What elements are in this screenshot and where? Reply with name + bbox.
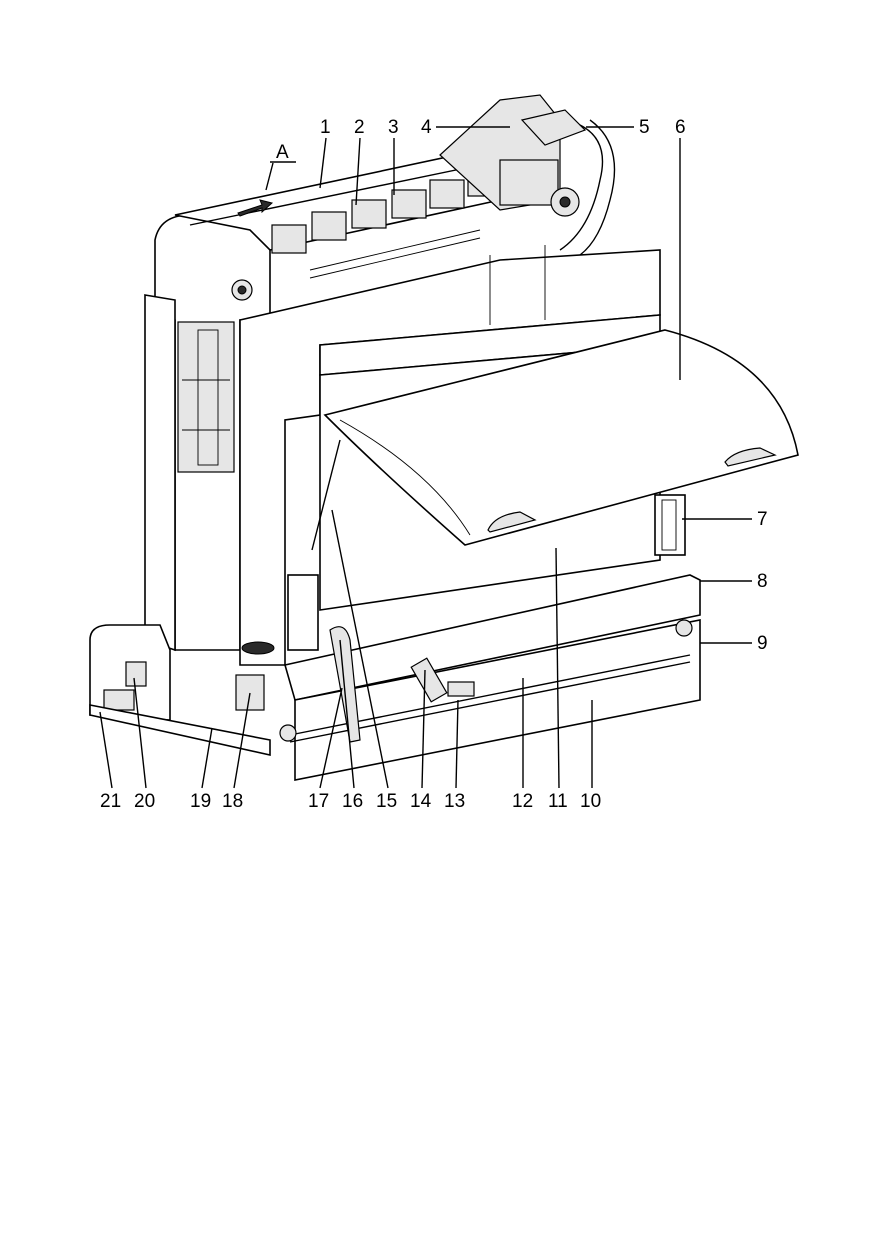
callout-9: 9 — [757, 633, 768, 654]
callout-13: 13 — [444, 791, 465, 812]
front-base — [279, 574, 701, 781]
callout-7: 7 — [757, 509, 768, 530]
callout-4: 4 — [421, 117, 432, 138]
left-chain-housing — [144, 214, 271, 652]
callout-20: 20 — [134, 791, 155, 812]
callout-11: 11 — [548, 791, 568, 812]
base-controls — [89, 574, 319, 756]
callout-21: 21 — [100, 791, 121, 812]
side-post — [654, 494, 686, 556]
callout-18: 18 — [222, 791, 243, 812]
callout-8: 8 — [757, 571, 768, 592]
callout-19: 19 — [190, 791, 211, 812]
callout-2: 2 — [354, 117, 365, 138]
callout-1: 1 — [320, 117, 331, 138]
view-marker: A — [265, 142, 296, 191]
callout-3: 3 — [388, 117, 399, 138]
callout-12: 12 — [512, 791, 533, 812]
callout-14: 14 — [410, 791, 432, 812]
callout-16: 16 — [342, 791, 363, 812]
callouts: 1 2 3 4 5 6 7 8 9 10 11 12 13 14 15 16 1… — [99, 117, 768, 812]
lid — [311, 329, 799, 551]
callout-15: 15 — [376, 791, 397, 812]
callout-6: 6 — [675, 117, 686, 138]
drive-unit — [439, 94, 616, 256]
callout-5: 5 — [639, 117, 650, 138]
view-marker-label: A — [276, 142, 289, 163]
callout-17: 17 — [308, 791, 329, 812]
callout-10: 10 — [580, 791, 601, 812]
